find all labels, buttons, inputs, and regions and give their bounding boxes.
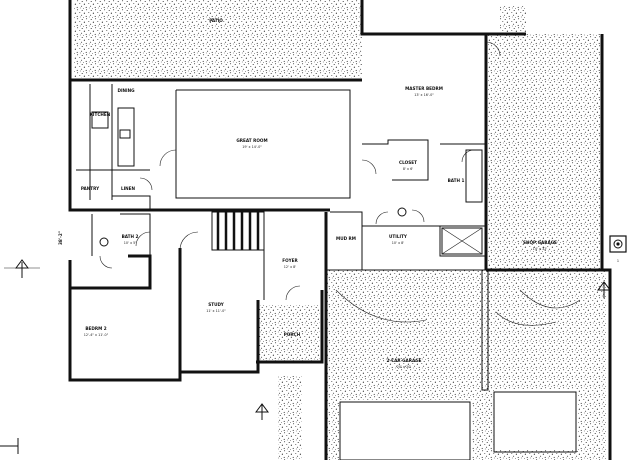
room-dim-utility: 10' x 8'	[392, 241, 405, 245]
toilet-icon	[99, 237, 109, 247]
room-name-study: STUDY	[208, 302, 224, 307]
room-name-shop-garage: SHOP GARAGE	[523, 240, 557, 245]
room-name-garage: 2-CAR GARAGE	[386, 358, 421, 363]
room-name-bath1: BATH 1	[448, 178, 465, 183]
room-name-kitchen: KITCHEN	[90, 112, 111, 117]
room-name-bedroom2: BEDRM 2	[85, 326, 106, 331]
room-name-porch: PORCH	[284, 332, 301, 337]
room-name-closet: CLOSET	[399, 160, 417, 165]
patio-area	[74, 0, 362, 78]
room-name-bath2: BATH 2	[122, 234, 139, 239]
exterior-walls	[68, 0, 612, 460]
room-name-great-room: GREAT ROOM	[236, 138, 267, 143]
range-icon	[91, 111, 109, 129]
stair	[211, 211, 265, 251]
fixtures	[0, 111, 627, 454]
room-dim-study: 11' x 11'-0"	[206, 309, 226, 313]
room-dim-great-room: 19' x 14'-0"	[242, 145, 262, 149]
sink-icon	[119, 129, 131, 139]
room-dim-shop-garage: 14' x 32'	[533, 247, 548, 251]
driveway-area	[588, 270, 606, 460]
tub-icon	[465, 149, 483, 203]
room-dim-bath2: 10' x 5'	[124, 241, 137, 245]
porch-area	[258, 305, 320, 361]
room-name-master-bedroom: MASTER BEDRM	[405, 86, 443, 91]
section-marker-icon	[255, 403, 269, 420]
room-name-pantry: PANTRY	[81, 186, 100, 191]
shop-garage-area	[488, 34, 602, 270]
room-name-mud-rm: MUD RM	[336, 236, 356, 241]
toilet-icon	[397, 207, 407, 217]
top-right-area	[500, 6, 526, 34]
section-marker-icon	[597, 281, 611, 298]
walk-area	[278, 376, 302, 460]
interior-walls	[76, 84, 577, 460]
room-dim-bedroom2: 12'-4" x 11'-0"	[84, 333, 109, 337]
room-dim-garage: 20' x 20'	[397, 365, 412, 369]
room-fills	[176, 92, 578, 460]
room-labels: GREAT ROOM 19' x 14'-0" MASTER BEDRM 13'…	[58, 18, 619, 369]
room-dim-master-bedroom: 13' x 16'-0"	[414, 93, 434, 97]
room-name-foyer: FOYER	[282, 258, 298, 263]
room-name-dining: DINING	[117, 88, 135, 93]
room-dim-closet: 8' x 6'	[403, 167, 413, 171]
room-name-patio: PATIO	[209, 18, 223, 23]
room-name-linen: LINEN	[121, 186, 136, 191]
side-dimension: 38'-2"	[58, 231, 63, 245]
room-dim-foyer: 12' x 8'	[284, 265, 297, 269]
symbol-number: 1	[617, 259, 619, 263]
room-name-utility: UTILITY	[389, 234, 408, 239]
north-arrow-icon	[4, 259, 40, 278]
